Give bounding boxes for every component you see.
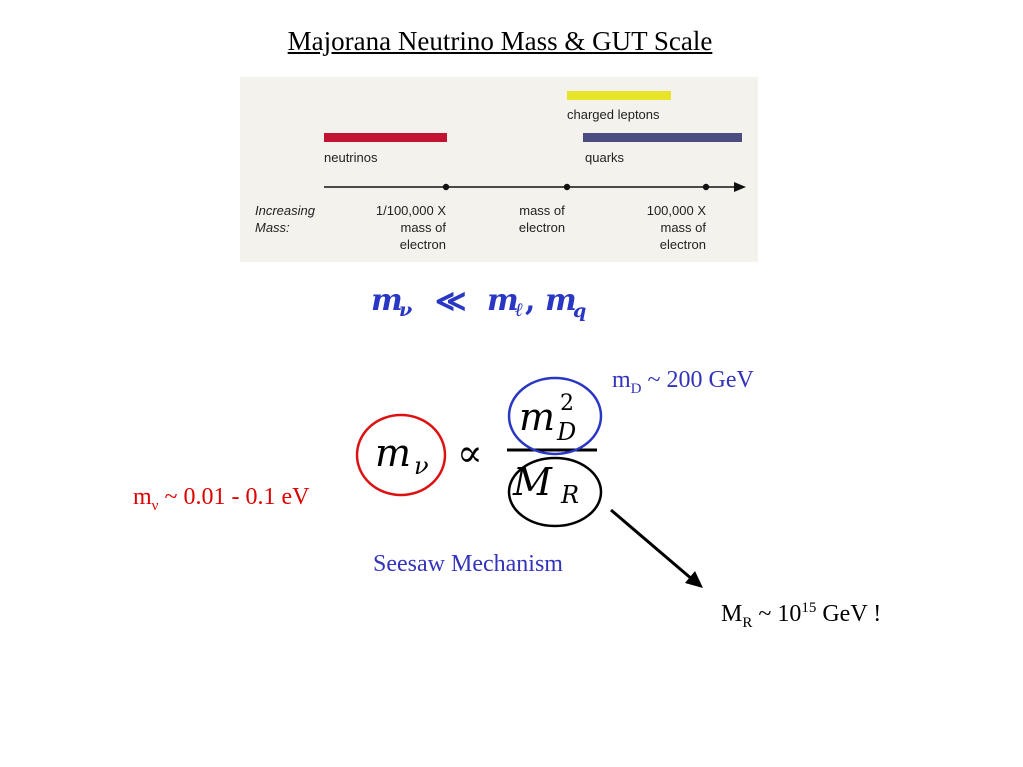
mD-circle	[507, 376, 603, 456]
svg-text:2: 2	[560, 391, 574, 416]
svg-text:m: m	[487, 283, 519, 318]
tick-dot-high	[702, 183, 710, 191]
svg-text:m: m	[375, 431, 411, 475]
tick-label-electron: mass of electron	[518, 203, 566, 235]
mnu-circle	[355, 413, 447, 497]
tick-label-low: 1/100,000 X mass of electron	[375, 203, 446, 252]
mass-inequality: m ν ≪ m ℓ , m q	[371, 283, 586, 322]
seesaw-formula: m ν ∝ m 2 D M R	[355, 376, 703, 588]
charged-leptons-bar	[567, 91, 671, 100]
svg-text:,: ,	[525, 283, 535, 318]
tick-label-high: 100,000 X mass of electron	[646, 203, 706, 252]
mD-label: mD ~ 200 GeV	[612, 367, 754, 397]
svg-text:D: D	[556, 418, 576, 446]
svg-text:R: R	[560, 481, 579, 509]
quarks-bar	[583, 133, 742, 142]
svg-text:m: m	[371, 283, 403, 318]
mnu-label: mν ~ 0.01 - 0.1 eV	[133, 484, 310, 514]
MR-label: MR ~ 1015 GeV !	[721, 600, 882, 631]
charged-leptons-label: charged leptons	[567, 107, 660, 122]
svg-text:ν: ν	[399, 299, 412, 321]
svg-text:M: M	[512, 460, 553, 504]
svg-text:ℓ: ℓ	[515, 299, 523, 321]
seesaw-mechanism-label: Seesaw Mechanism	[373, 551, 563, 577]
MR-arrow	[610, 508, 694, 582]
quarks-label: quarks	[585, 150, 625, 165]
MR-circle	[507, 456, 603, 528]
axis-label: Increasing Mass:	[255, 203, 315, 235]
neutrinos-label: neutrinos	[324, 150, 378, 165]
slide-title: Majorana Neutrino Mass & GUT Scale	[287, 26, 713, 56]
svg-text:≪: ≪	[435, 284, 466, 319]
mass-scale-figure: charged leptons neutrinos quarks Increas…	[240, 77, 758, 262]
tick-dot-low	[442, 183, 450, 191]
svg-text:m: m	[519, 395, 555, 439]
neutrinos-bar	[324, 133, 447, 142]
svg-text:∝: ∝	[457, 431, 483, 475]
svg-text:m: m	[545, 283, 577, 318]
tick-dot-electron	[563, 183, 571, 191]
svg-text:ν: ν	[414, 452, 429, 480]
mass-axis	[324, 182, 746, 192]
svg-text:q: q	[573, 300, 586, 322]
